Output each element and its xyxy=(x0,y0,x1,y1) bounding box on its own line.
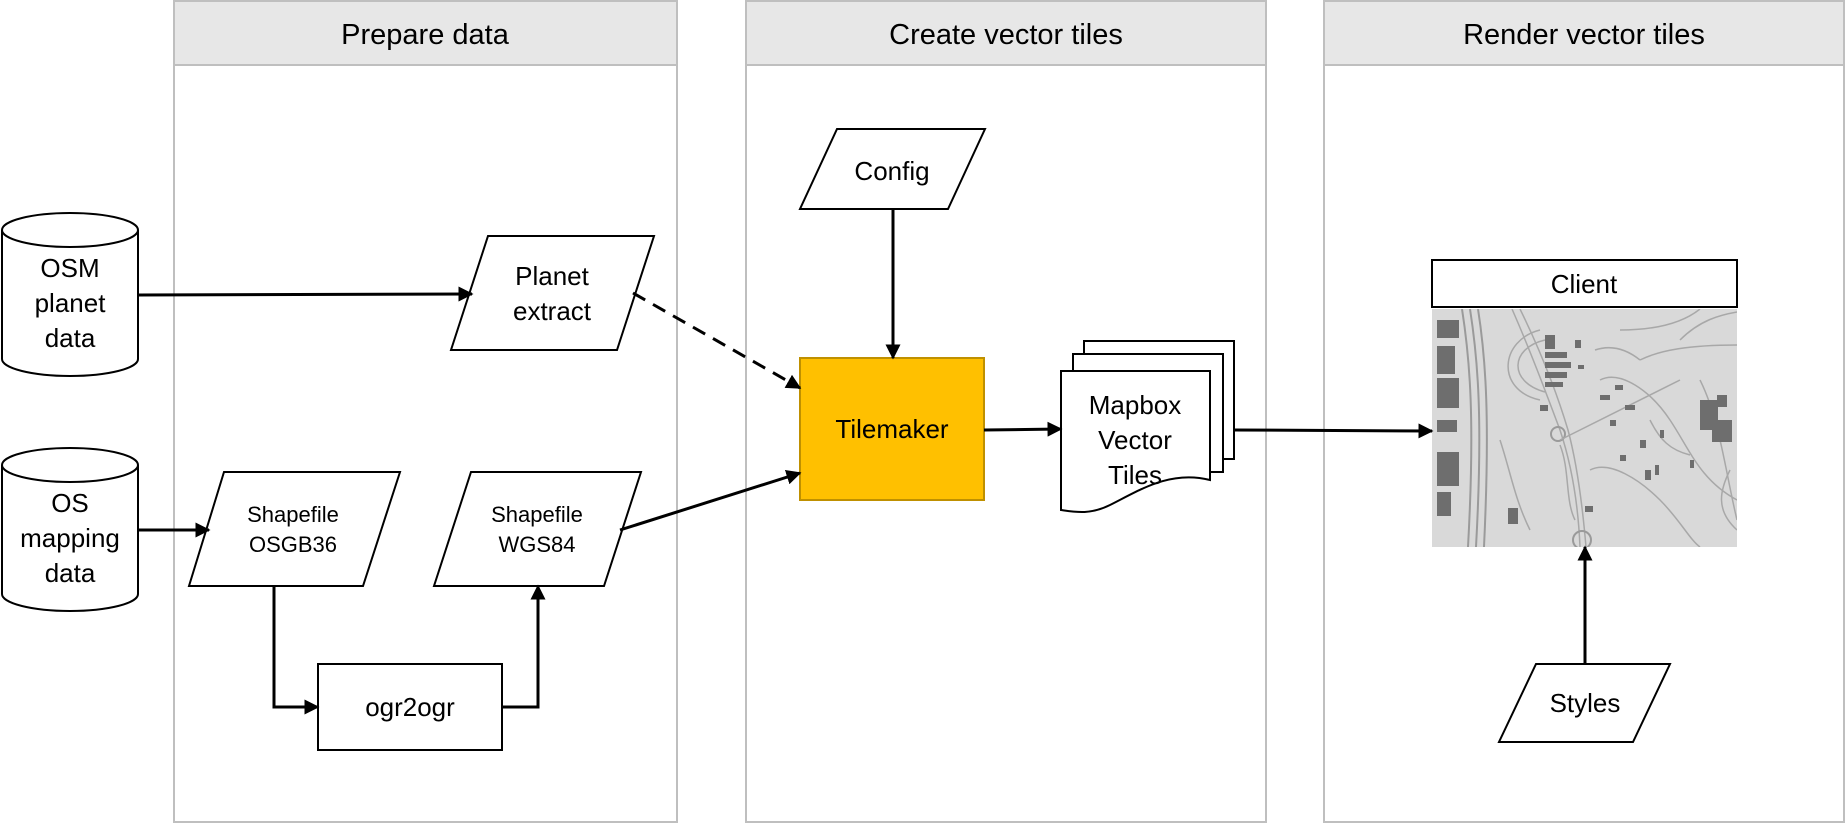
tilemaker-node: Tilemaker xyxy=(799,357,985,501)
edge-planet-extract-to-tilemaker xyxy=(632,291,802,390)
mapbox-label-3: Tiles xyxy=(1108,460,1162,490)
client-label: Client xyxy=(1551,269,1618,299)
shapefile-wgs-label-2: WGS84 xyxy=(498,532,575,557)
shapefile-osgb36-node: Shapefile OSGB36 xyxy=(187,471,402,587)
tilemaker-label: Tilemaker xyxy=(835,414,949,444)
ogr2ogr-node: ogr2ogr xyxy=(317,663,503,751)
ogr2ogr-label: ogr2ogr xyxy=(365,692,455,722)
lane-title-prepare: Prepare data xyxy=(341,19,510,51)
shapefile-osgb-label-1: Shapefile xyxy=(247,502,339,527)
config-label: Config xyxy=(854,156,929,186)
edge-shapefile-wgs-to-tilemaker xyxy=(619,469,802,532)
lane-title-render: Render vector tiles xyxy=(1463,19,1705,51)
planet-extract-label-1: Planet xyxy=(515,261,589,291)
mapbox-vector-tiles-node: Mapbox Vector Tiles xyxy=(1060,340,1235,513)
edge-shapefile-osgb-to-ogr2ogr xyxy=(272,586,320,715)
styles-node: Styles xyxy=(1497,663,1672,743)
mapbox-label-1: Mapbox xyxy=(1089,390,1182,420)
client-node: Client xyxy=(1431,259,1738,308)
os-mapping-data-node: OS mapping data xyxy=(0,447,139,612)
shapefile-osgb-label-2: OSGB36 xyxy=(249,532,337,557)
osm-label-3: data xyxy=(45,323,96,353)
osm-planet-data-node: OSM planet data xyxy=(0,212,139,377)
osm-label-1: OSM xyxy=(40,253,99,283)
edge-mapbox-to-client xyxy=(1233,423,1434,439)
osm-label-2: planet xyxy=(35,288,107,318)
planet-extract-node: Planet extract xyxy=(449,235,656,351)
styles-label: Styles xyxy=(1550,688,1621,718)
connectors xyxy=(137,209,1593,715)
edge-osm-to-planet-extract xyxy=(137,286,474,302)
shapefile-wgs84-node: Shapefile WGS84 xyxy=(432,471,643,587)
lane-title-create: Create vector tiles xyxy=(889,19,1123,51)
mapbox-label-2: Vector xyxy=(1098,425,1172,455)
os-label-3: data xyxy=(45,558,96,588)
config-node: Config xyxy=(798,128,987,210)
map-thumbnail-image xyxy=(1432,309,1737,547)
os-label-2: mapping xyxy=(20,523,120,553)
os-label-1: OS xyxy=(51,488,89,518)
shapefile-wgs-label-1: Shapefile xyxy=(491,502,583,527)
edge-ogr2ogr-to-shapefile-wgs xyxy=(502,584,546,709)
planet-extract-label-2: extract xyxy=(513,296,592,326)
edge-tilemaker-to-mapbox xyxy=(983,421,1063,437)
